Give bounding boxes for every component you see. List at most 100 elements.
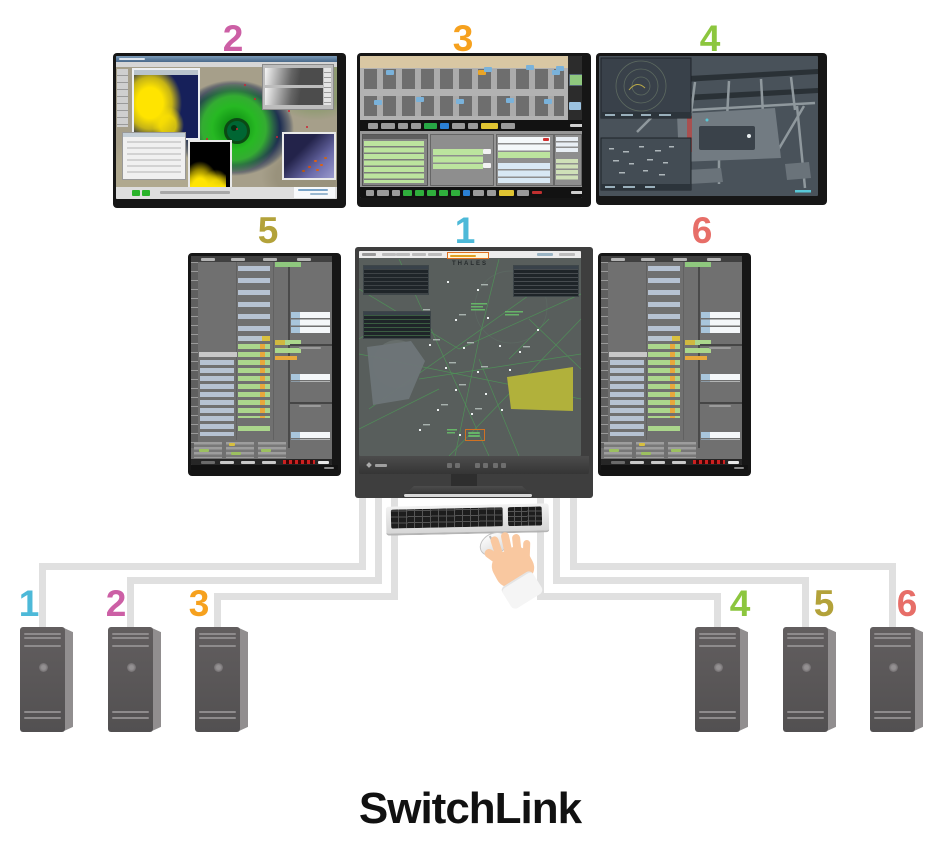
radar-range-ring: [224, 118, 250, 144]
green-strip: [498, 152, 550, 158]
flight-strip-group: [701, 312, 740, 334]
alert-panel-red: [693, 460, 725, 464]
diagram-title: SwitchLink: [358, 784, 582, 833]
bottom-button-bar: [191, 459, 332, 465]
cable-6-horizontal: [570, 563, 896, 570]
app-bar-right-text: [537, 253, 553, 256]
monitor-stand-neck: [451, 474, 477, 487]
runway-button: [439, 189, 448, 196]
flight-strip-group: [291, 432, 330, 440]
strip-cluster: [685, 340, 711, 345]
monitor-5-chin: [191, 465, 338, 470]
strip-bay-middle: [430, 134, 494, 186]
cable-5-horizontal: [553, 577, 809, 584]
traffic-table-a: [363, 265, 429, 295]
cable-2-drop: [127, 577, 134, 630]
time-ruler: [601, 262, 608, 448]
buttons: [201, 460, 215, 464]
strip-cluster: [275, 348, 301, 353]
red-flag: [543, 138, 549, 141]
cable-3-drop: [214, 593, 221, 630]
app-bar-text: [362, 253, 376, 256]
logo-text: [310, 193, 328, 195]
toolbar-button: [452, 122, 465, 129]
panel-label: [709, 347, 731, 349]
flight-strip-group: [701, 432, 740, 440]
monitor-label-5: 5: [257, 210, 279, 251]
mini-strips: [556, 159, 578, 181]
keyboard-keys: [390, 507, 504, 529]
column-divider: [273, 262, 274, 440]
runway-button: [415, 189, 424, 196]
monitor-5: [188, 253, 341, 476]
computer-label-6: 6: [896, 583, 918, 624]
power-button: [38, 663, 48, 672]
panel-divider: [700, 344, 742, 346]
brand-mark: [734, 466, 744, 469]
header-text: [611, 258, 625, 261]
toolbar-button: [368, 122, 378, 129]
eizo-logo: [366, 462, 372, 468]
strip-column-upper: [238, 266, 270, 336]
monitor-label-4: 4: [699, 18, 721, 59]
computer-label-3: 3: [188, 583, 210, 624]
bottom-button-bar: [601, 459, 742, 465]
runway-button: [427, 189, 436, 196]
monitor-1-atc-radar-screen: THALES: [359, 251, 581, 456]
toolbar-button: [398, 122, 408, 129]
toolbar-button: [411, 122, 421, 129]
white-strips: [498, 137, 550, 151]
strip-bay-left: [362, 134, 428, 186]
cable-2: [375, 460, 382, 584]
logo-text: [298, 189, 328, 191]
strip-grey-wide: [199, 352, 237, 357]
toolbar-button: [517, 189, 529, 196]
toolbar-button: [473, 189, 484, 196]
computer-label-1: 1: [18, 583, 40, 624]
cable-1-horizontal: [39, 563, 366, 570]
strip-yellow-end: [238, 336, 270, 341]
stats-highlight-yellow: [229, 443, 235, 446]
monitor-5-flight-strip-screen: [191, 256, 332, 465]
strip-bay-right: [496, 134, 554, 186]
green-strips: [364, 141, 424, 183]
subwindow-radar-a: [132, 68, 200, 140]
strip-bay-far-right: [554, 134, 582, 186]
settings-dialog: [122, 132, 186, 180]
left-toolbar: [117, 69, 128, 127]
computer-label-2: 2: [105, 583, 127, 624]
power-button: [888, 663, 898, 672]
bay-header: [363, 135, 427, 139]
cable-6: [570, 460, 577, 570]
blue-strips: [498, 163, 550, 183]
time-ruler: [191, 262, 198, 448]
monitor-stand-base-edge: [404, 494, 532, 497]
panel-divider: [290, 402, 332, 404]
green-strips: [433, 149, 483, 169]
right-panel-border: [698, 262, 700, 448]
column-divider: [683, 262, 684, 440]
cable-1: [359, 460, 366, 570]
alert-banner-orange: [447, 252, 489, 259]
toolbar-button-track: [499, 189, 514, 196]
power-button: [126, 663, 136, 672]
toolbar-button: [381, 122, 395, 129]
monitor-label-3: 3: [452, 18, 474, 59]
flight-strip-group: [291, 374, 330, 382]
ascope-trace: [190, 160, 226, 190]
toolbar-button-track: [481, 122, 498, 129]
alert-banner-text: [450, 254, 476, 257]
strip-column-left: [200, 360, 234, 436]
traffic-table-c: [513, 265, 579, 297]
cable-5: [553, 460, 560, 584]
mini-strips: [556, 137, 578, 153]
strip-column-left: [610, 360, 644, 436]
toolbar-button: [366, 189, 374, 196]
computer-tower-2: [108, 627, 161, 732]
monitor-2-weather-radar-screen: [116, 56, 337, 199]
brand-mark: [324, 466, 334, 469]
histogram-plot: [265, 88, 323, 105]
strip-cluster: [275, 340, 301, 345]
panel-divider: [700, 402, 742, 404]
flight-tags: [386, 70, 394, 75]
